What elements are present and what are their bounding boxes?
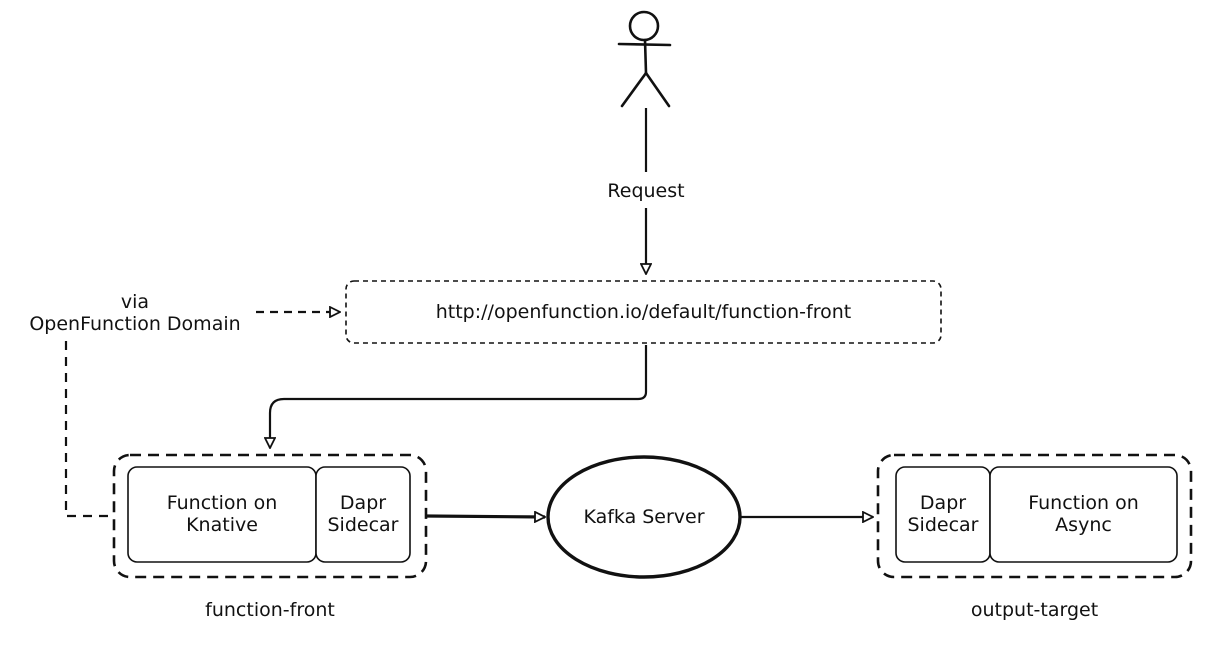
async-function-box (989, 466, 1178, 563)
function-front-caption: function-front (205, 599, 335, 621)
front-sidecar-line1: Dapr (339, 492, 387, 514)
knative-function-line1: Function on (166, 492, 278, 514)
domain-note: via OpenFunction Domain (12, 291, 258, 335)
output-target-group (876, 453, 1193, 579)
front-sidecar-label: Dapr Sidecar (316, 492, 410, 536)
domain-connector (64, 341, 108, 518)
front-to-kafka-arrow (425, 516, 545, 517)
domain-note-line2: OpenFunction Domain (29, 313, 241, 335)
actor-arms (617, 42, 672, 47)
url-label: http://openfunction.io/default/function-… (435, 301, 852, 323)
output-target-outline (876, 453, 1193, 579)
actor-left-leg (620, 71, 648, 108)
kafka-server-node (546, 455, 742, 579)
knative-function-label: Function on Knative (128, 492, 316, 536)
function-front-group (112, 453, 428, 579)
async-function-line2: Async (1055, 514, 1112, 536)
kafka-server-label: Kafka Server (583, 506, 705, 528)
async-function-label: Function on Async (990, 492, 1177, 536)
actor-right-leg (644, 71, 671, 108)
request-label: Request (586, 180, 706, 202)
user-actor-icon (617, 10, 672, 108)
domain-note-line1: via (120, 291, 150, 313)
output-sidecar-line2: Sidecar (907, 514, 979, 536)
url-box (345, 280, 942, 344)
output-sidecar-label: Dapr Sidecar (896, 492, 990, 536)
actor-head (628, 10, 660, 42)
front-sidecar-line2: Sidecar (327, 514, 399, 536)
front-dapr-sidecar-box (315, 466, 411, 563)
async-function-line1: Function on (1028, 492, 1139, 514)
output-target-caption: output-target (970, 599, 1099, 621)
route-arrow (270, 345, 648, 448)
knative-function-line2: Knative (186, 514, 258, 536)
output-sidecar-line1: Dapr (919, 492, 967, 514)
